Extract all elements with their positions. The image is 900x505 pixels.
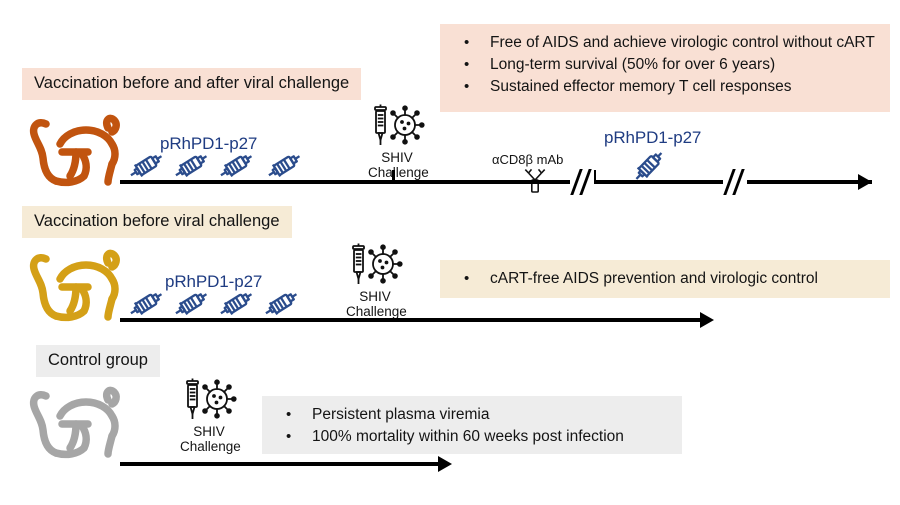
- row2-group-chip: Vaccination before viral challenge: [22, 206, 292, 238]
- row2-timeline-arrowhead: [700, 312, 714, 328]
- row1-break-mark-1: [570, 169, 594, 195]
- row2-syringe-virus-icon: [344, 243, 404, 292]
- row3-timeline-axis: [120, 462, 440, 466]
- row1-tick-challenge: [392, 170, 395, 182]
- row3-bullet-1: Persistent plasma viremia: [272, 404, 672, 426]
- row1-syringe-1: [127, 150, 167, 189]
- row3-challenge-label-line2: Challenge: [180, 439, 241, 454]
- row3-challenge-label-line1: SHIV: [193, 424, 225, 439]
- row1-challenge-label-line1: SHIV: [381, 150, 413, 165]
- row1-macaque-silhouette-icon: [26, 108, 136, 193]
- row1-bullet-2: Long-term survival (50% for over 6 years…: [450, 54, 880, 76]
- row1-timeline-axis: [120, 180, 872, 184]
- row3-syringe-virus-icon: [178, 378, 238, 427]
- row2-challenge-label-line1: SHIV: [359, 289, 391, 304]
- row3-outcome-callout: Persistent plasma viremia 100% mortality…: [262, 396, 682, 454]
- row1-break-mark-2: [723, 169, 747, 195]
- row1-bullet-3: Sustained effector memory T cell respons…: [450, 76, 880, 98]
- row1-antibody-y-icon: [518, 166, 552, 199]
- row1-antibody-label: αCD8β mAb: [492, 152, 564, 167]
- row1-syringe-virus-icon: [366, 104, 426, 153]
- row1-outcome-callout: Free of AIDS and achieve virologic contr…: [440, 24, 890, 112]
- row1-syringe-3: [217, 150, 257, 189]
- row1-tick-boost: [593, 170, 596, 182]
- row1-vaccine-label-boost: pRhPD1-p27: [604, 128, 702, 147]
- row2-outcome-callout: cART-free AIDS prevention and virologic …: [440, 260, 890, 298]
- row2-timeline-axis: [120, 318, 710, 322]
- row1-boost-syringe-1: [630, 150, 670, 189]
- row2-syringe-2: [172, 288, 212, 327]
- row3-group-chip: Control group: [36, 345, 160, 377]
- row2-syringe-3: [217, 288, 257, 327]
- row1-vaccine-label-prime: pRhPD1-p27: [160, 134, 258, 153]
- row3-bullet-2: 100% mortality within 60 weeks post infe…: [272, 426, 672, 448]
- row3-challenge-label: SHIV Challenge: [180, 424, 241, 454]
- row3-macaque-silhouette-icon: [26, 380, 136, 465]
- row2-challenge-label: SHIV Challenge: [346, 289, 407, 319]
- row1-challenge-label-line2: Challenge: [368, 165, 429, 180]
- row2-syringe-4: [262, 288, 302, 327]
- row1-bullet-1: Free of AIDS and achieve virologic contr…: [450, 32, 880, 54]
- row1-timeline-arrowhead: [858, 174, 872, 190]
- row2-vaccine-label-prime: pRhPD1-p27: [165, 272, 263, 291]
- row3-timeline-arrowhead: [438, 456, 452, 472]
- row2-challenge-label-line2: Challenge: [346, 304, 407, 319]
- row1-challenge-label: SHIV Challenge: [368, 150, 429, 180]
- row1-syringe-2: [172, 150, 212, 189]
- row2-bullet-1: cART-free AIDS prevention and virologic …: [450, 268, 880, 290]
- row2-macaque-silhouette-icon: [26, 243, 136, 328]
- row2-syringe-1: [127, 288, 167, 327]
- row1-syringe-4: [265, 150, 305, 189]
- row1-group-chip: Vaccination before and after viral chall…: [22, 68, 362, 100]
